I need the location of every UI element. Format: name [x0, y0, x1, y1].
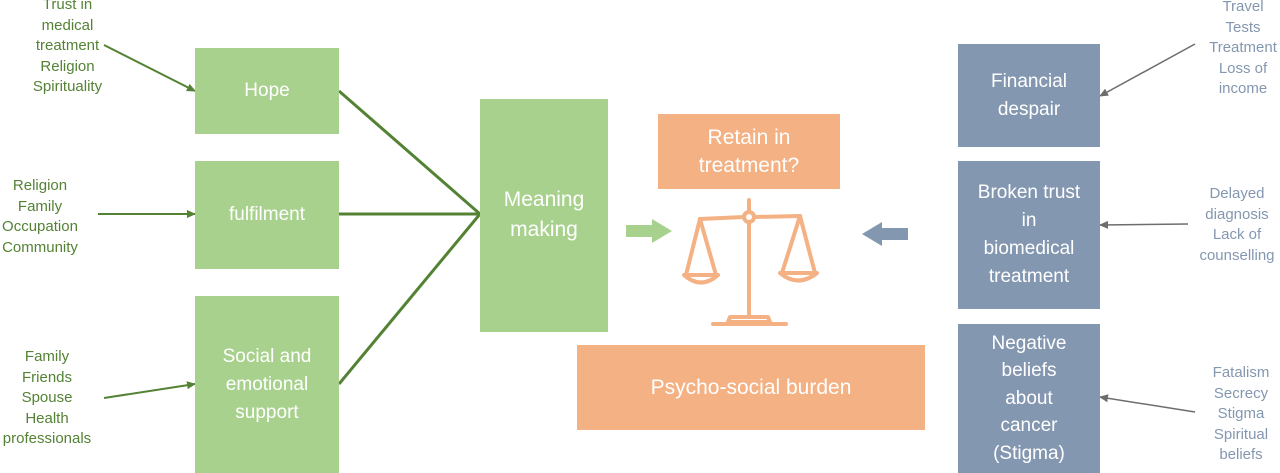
balance-scale-icon [682, 198, 819, 326]
arrow-factors-to-broken-trust [1099, 220, 1189, 229]
right-factors-middle: Delayed diagnosis Lack of counselling [1199, 185, 1275, 264]
blue-block-arrow [862, 222, 908, 246]
left-factors-top: Trust in medical treatment Religion Spir… [32, 0, 103, 95]
arrow-factors-to-social [103, 381, 196, 399]
arrow-factors-to-financial [1099, 43, 1196, 97]
line-social-to-meaning [337, 213, 482, 385]
negative-beliefs-box: Negative beliefs about cancer (Stigma) [958, 324, 1100, 473]
left-factors-bottom: Family Friends Spouse Health professiona… [2, 348, 92, 447]
green-block-arrow [626, 219, 672, 243]
arrow-factors-to-hope [103, 44, 196, 92]
left-factors-middle: Religion Family Occupation Community [2, 177, 78, 256]
line-hope-to-meaning [338, 89, 481, 216]
financial-despair-box: Financial despair [958, 44, 1100, 147]
retain-treatment-box: Retain in treatment? [658, 114, 840, 189]
fulfilment-box: fulfilment [195, 161, 339, 269]
meaning-making-box: Meaning making [480, 99, 608, 332]
social-support-box: Social and emotional support [195, 296, 339, 473]
psycho-social-burden-box: Psycho-social burden [577, 345, 925, 430]
right-factors-bottom: Fatalism Secrecy Stigma Spiritual belief… [1212, 364, 1270, 463]
arrow-factors-to-negative-beliefs [1099, 394, 1196, 413]
broken-trust-box: Broken trust in biomedical treatment [958, 161, 1100, 309]
hope-box: Hope [195, 48, 339, 134]
right-factors-top: Travel Tests Treatment Loss of income [1209, 0, 1277, 97]
